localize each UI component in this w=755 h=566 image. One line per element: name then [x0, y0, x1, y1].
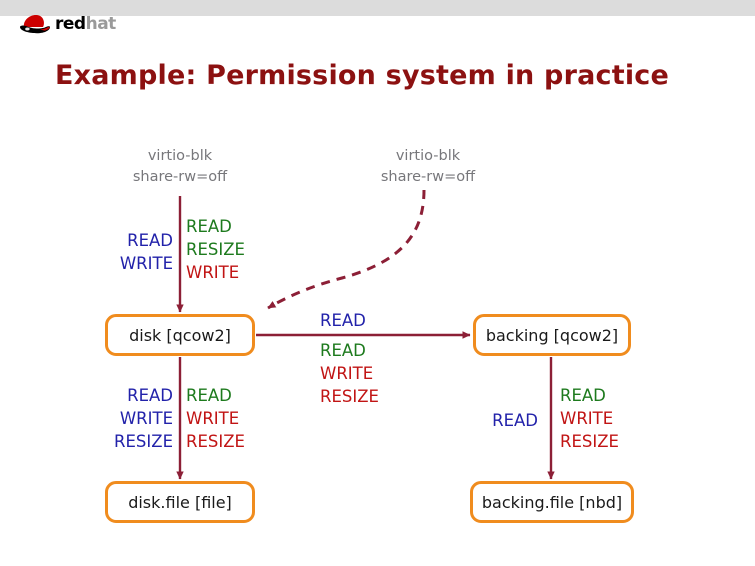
logo-word-red: red [55, 13, 86, 34]
caption-left-line2: share-rw=off [132, 169, 228, 186]
permissions-top-right: READ RESIZE WRITE [186, 216, 296, 284]
permissions-disk-to-diskfile-right: READ WRITE RESIZE [186, 385, 286, 453]
permission-label: READ [186, 386, 232, 405]
caption-left-line1: virtio-blk [147, 148, 213, 164]
permission-label: READ [127, 386, 173, 405]
node-backing: backing [qcow2] [473, 314, 631, 356]
node-disk: disk [qcow2] [105, 314, 255, 356]
node-backing-file: backing.file [nbd] [470, 481, 634, 523]
caption-right-line2: share-rw=off [380, 169, 476, 186]
permissions-disk-to-backing-below: READ WRITE RESIZE [320, 340, 430, 408]
page-title: Example: Permission system in practice [55, 60, 669, 91]
permission-label: RESIZE [114, 431, 173, 451]
redhat-logo: redhat [18, 9, 138, 39]
caption-right-line1: virtio-blk [395, 148, 461, 164]
permission-label: READ [492, 411, 538, 430]
permission-label: RESIZE [560, 431, 619, 451]
permission-label: WRITE [119, 253, 173, 273]
node-disk-file: disk.file [file] [105, 481, 255, 523]
header-bar [0, 0, 755, 16]
caption-virtio-blk-right: virtio-blk share-rw=off [348, 146, 508, 188]
permission-label: WRITE [119, 408, 173, 428]
permission-label: READ [127, 231, 173, 250]
permission-label: WRITE [186, 408, 240, 428]
redhat-fedora-icon [18, 12, 52, 36]
permissions-disk-to-diskfile-left: READ WRITE RESIZE [90, 385, 173, 453]
permissions-backing-to-backfile-left: READ [476, 410, 538, 433]
permission-label: RESIZE [186, 239, 245, 259]
permission-label: RESIZE [320, 386, 379, 406]
permission-label: RESIZE [186, 431, 245, 451]
permission-label: WRITE [186, 262, 240, 282]
permission-label: WRITE [320, 363, 374, 383]
permission-label: WRITE [560, 408, 614, 428]
logo-wordmark: redhat [55, 13, 117, 34]
permissions-top-left: READ WRITE [93, 230, 173, 276]
logo-word-hat: hat [85, 13, 117, 34]
permission-label: READ [320, 311, 366, 330]
caption-virtio-blk-left: virtio-blk share-rw=off [100, 146, 260, 188]
permission-label: READ [560, 386, 606, 405]
permission-label: READ [320, 341, 366, 360]
permissions-backing-to-backfile-right: READ WRITE RESIZE [560, 385, 660, 453]
permission-label: READ [186, 217, 232, 236]
permissions-disk-to-backing-above: READ [320, 310, 430, 333]
